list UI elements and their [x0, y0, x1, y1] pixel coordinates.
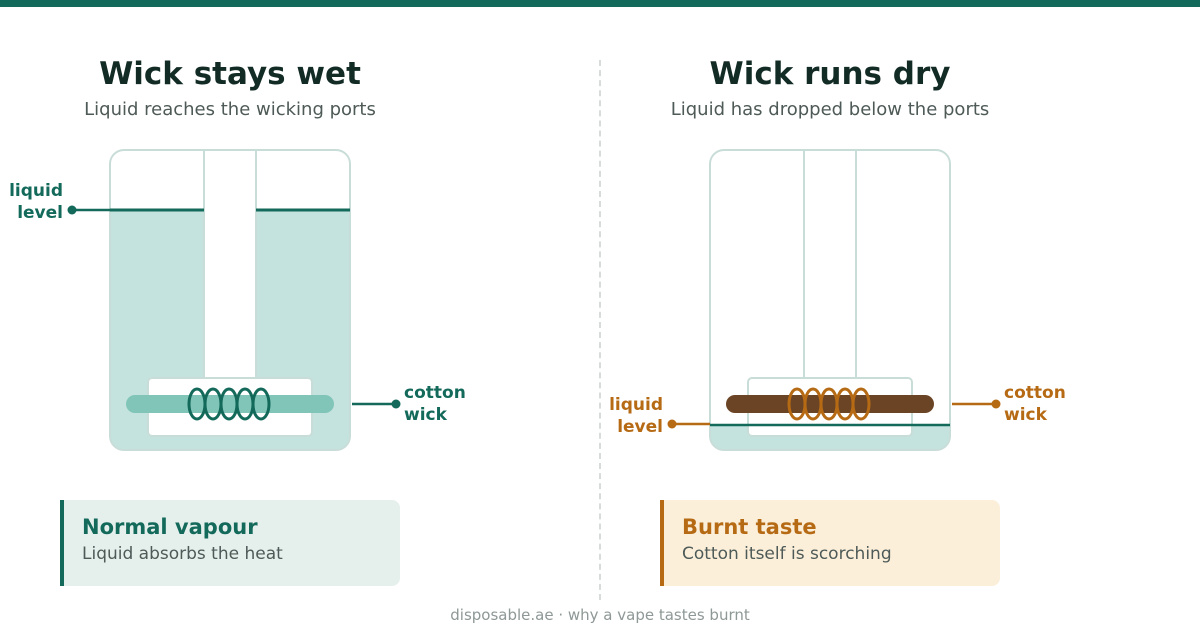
wet-liquid-label-2: level: [17, 203, 63, 223]
wet-result-text: Liquid absorbs the heat: [82, 544, 283, 564]
dry-result-card: Burnt taste Cotton itself is scorching: [660, 500, 1000, 586]
wet-tank-outline: [109, 149, 351, 451]
footer-caption: disposable.ae · why a vape tastes burnt: [450, 606, 750, 624]
dry-wick-label-2: wick: [1004, 405, 1048, 425]
dry-liquid-label-1: liquid: [609, 395, 663, 415]
wet-wick-label-1: cotton: [404, 383, 466, 403]
dry-result-text: Cotton itself is scorching: [682, 544, 892, 564]
dry-tank-outline: [709, 149, 951, 451]
wet-panel-subtitle: Liquid reaches the wicking ports: [84, 99, 376, 120]
wet-wick-dot: [391, 399, 401, 409]
dry-panel-title: Wick runs dry: [709, 56, 951, 92]
wet-panel-title: Wick stays wet: [99, 56, 361, 92]
wet-result-title: Normal vapour: [82, 515, 258, 539]
wet-wick-label-2: wick: [404, 405, 448, 425]
dry-wick-label-1: cotton: [1004, 383, 1066, 403]
wick-comparison-diagram: liquid level cotton wick liquid: [9, 149, 1066, 451]
dry-wick-dot: [991, 399, 1001, 409]
wet-coil-icon: [187, 387, 271, 421]
dry-coil-icon: [787, 387, 871, 421]
wet-liquid-label-1: liquid: [9, 181, 63, 201]
dry-panel-subtitle: Liquid has dropped below the ports: [670, 99, 990, 120]
dry-tank: liquid level cotton wick: [609, 149, 1066, 451]
wet-result-card: Normal vapour Liquid absorbs the heat: [60, 500, 400, 586]
panel-divider: [599, 60, 601, 600]
dry-chimney: [803, 149, 857, 381]
dry-liquid-label-2: level: [617, 417, 663, 437]
wet-chimney: [203, 149, 257, 381]
dry-liquid-dot: [667, 419, 677, 429]
wet-tank: liquid level cotton wick: [9, 149, 466, 451]
top-accent-bar: [0, 0, 1200, 7]
wet-liquid-dot: [67, 205, 77, 215]
dry-result-title: Burnt taste: [682, 515, 817, 539]
